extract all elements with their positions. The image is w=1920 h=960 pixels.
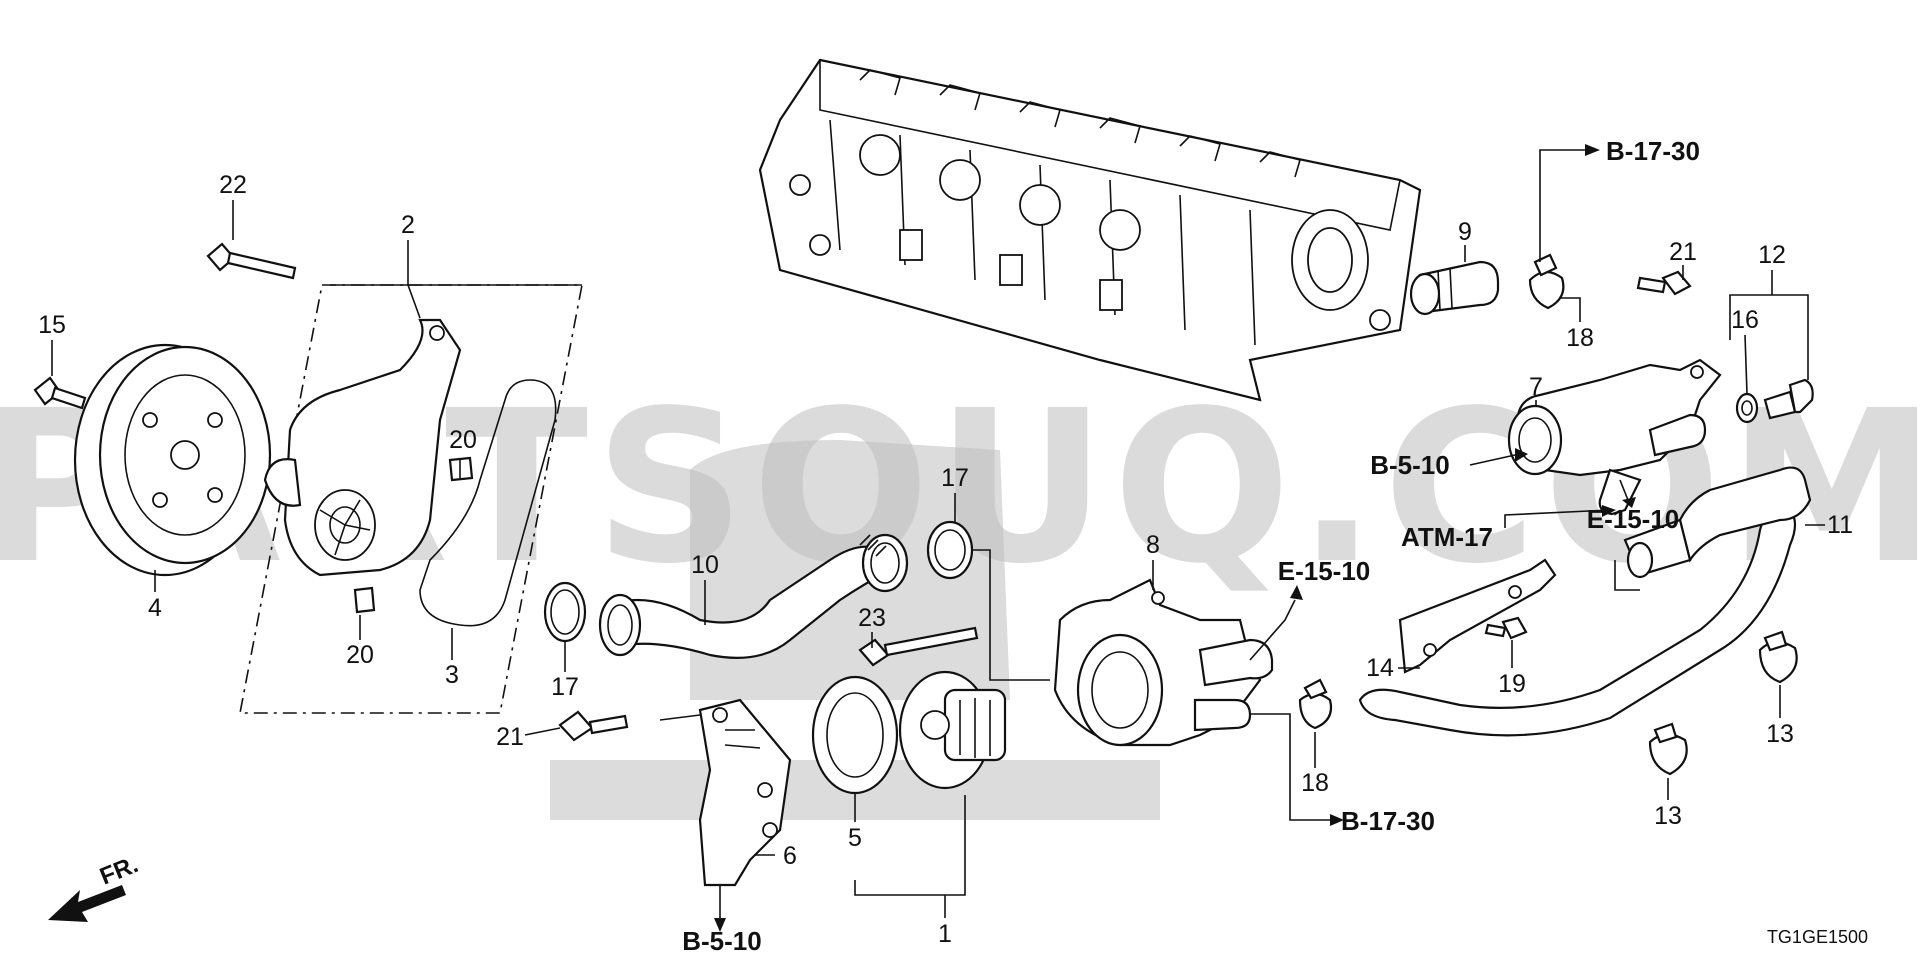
bolt-22 — [206, 242, 297, 280]
callout-13-right: 13 — [1766, 720, 1794, 748]
reference-atm-17: ATM-17 — [1401, 522, 1493, 552]
callout-4: 4 — [148, 594, 162, 622]
callout-3: 3 — [445, 661, 459, 689]
water-passage-7 — [1507, 358, 1722, 516]
callout-23: 23 — [858, 604, 886, 632]
reference-b-17-30-bottom: B-17-30 — [1341, 806, 1435, 836]
callout-22: 22 — [219, 171, 247, 199]
callout-11: 11 — [1827, 511, 1853, 539]
water-pump-body — [263, 318, 474, 614]
hose-bracket-14 — [1398, 558, 1557, 674]
callout-7: 7 — [1529, 373, 1543, 401]
leader-lines — [51, 149, 1825, 920]
callout-21-upper: 21 — [1669, 238, 1697, 266]
washer-16 — [1735, 392, 1759, 424]
callout-17-right: 17 — [941, 464, 969, 492]
reference-e-15-10-mid: E-15-10 — [1278, 556, 1371, 586]
front-direction-arrow: FR. — [48, 851, 142, 922]
hose-clamp-18-lower — [1298, 678, 1333, 730]
thermostat-gasket-5 — [811, 675, 899, 795]
callout-9: 9 — [1458, 218, 1472, 246]
callout-18-upper: 18 — [1566, 324, 1594, 352]
water-pump-pulley — [73, 343, 272, 577]
reference-b-17-30-top: B-17-30 — [1606, 136, 1700, 166]
callout-8: 8 — [1146, 531, 1160, 559]
callout-10: 10 — [691, 551, 719, 579]
connecting-pipe-10 — [598, 533, 909, 659]
water-pump-gasket — [419, 379, 557, 627]
bolt-21-lower — [558, 710, 629, 742]
callout-13-lower: 13 — [1654, 802, 1682, 830]
diagram-code: TG1GE1500 — [1767, 927, 1868, 947]
part-callouts: 22 2 15 20 4 20 3 17 10 17 23 21 6 5 1 8… — [38, 171, 1853, 948]
callout-15: 15 — [38, 311, 66, 339]
hose-clamp-13-lower — [1648, 722, 1688, 776]
water-hose-11 — [1358, 466, 1812, 737]
reference-b-5-10-bottom: B-5-10 — [682, 926, 761, 956]
water-outlet-6 — [698, 698, 792, 887]
bolt-23 — [858, 626, 979, 667]
callout-6: 6 — [783, 842, 797, 870]
reference-arrows — [714, 144, 1636, 932]
callout-21-lower: 21 — [496, 723, 524, 751]
callout-5: 5 — [848, 824, 862, 852]
thermostat-housing-8 — [1053, 578, 1274, 747]
bolt-15 — [33, 376, 87, 410]
hose-clamp-13-right — [1758, 630, 1798, 684]
hose-clamp-18-upper — [1528, 253, 1565, 310]
callout-20-upper: 20 — [449, 426, 477, 454]
callout-18-lower: 18 — [1301, 769, 1329, 797]
joint-9 — [1409, 260, 1500, 316]
callout-2: 2 — [401, 211, 415, 239]
temperature-sensor-12 — [1763, 378, 1814, 420]
callout-16: 16 — [1731, 306, 1759, 334]
bolt-19 — [1484, 616, 1528, 640]
reference-e-15-10-right: E-15-10 — [1587, 504, 1680, 534]
bolt-21-upper — [1636, 270, 1692, 296]
direction-label: FR. — [96, 851, 142, 891]
callout-19: 19 — [1498, 670, 1526, 698]
callout-14: 14 — [1366, 654, 1394, 682]
section-references: B-17-30 B-5-10 ATM-17 E-15-10 E-15-10 B-… — [682, 136, 1700, 956]
callout-17-left: 17 — [551, 673, 579, 701]
callout-1: 1 — [938, 920, 952, 948]
callout-20-lower: 20 — [346, 641, 374, 669]
thermostat-1 — [898, 670, 1007, 790]
callout-12: 12 — [1758, 241, 1786, 269]
reference-b-5-10-right: B-5-10 — [1370, 450, 1449, 480]
cylinder-head-illustration — [758, 58, 1422, 402]
